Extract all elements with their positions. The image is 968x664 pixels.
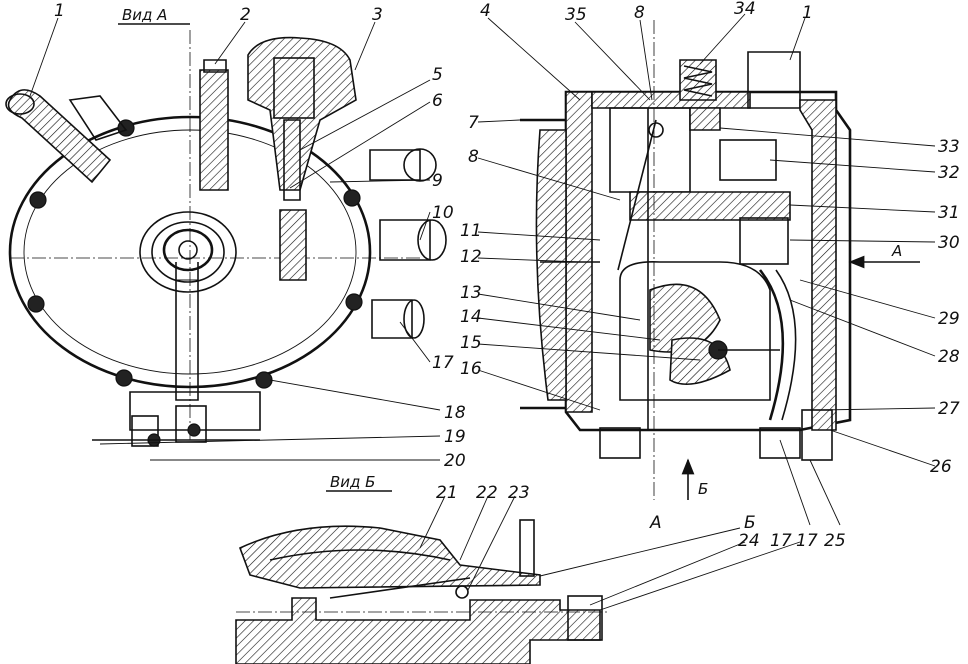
callout-2: 2 [240,5,251,25]
left-wall [565,91,593,413]
callout-4: 4 [480,1,491,21]
section-drawing [520,20,852,500]
bolt-right [759,427,801,459]
callout-20: 20 [444,451,466,471]
callout-23: 23 [508,483,530,503]
section-mark-b: Б [744,513,756,533]
left-cover [535,129,567,401]
callout-17-right: 17 [796,531,818,551]
inlet-bracket [68,95,128,141]
callout-32: 32 [938,163,960,183]
view-b-title: Вид Б [330,473,375,491]
section-mark-a: А [649,513,662,533]
callout-17-bottom: 17 [770,531,792,551]
base-flange [235,597,601,664]
bolt-left [599,427,641,459]
callout-26: 26 [930,457,952,477]
bottom-linkage [129,391,261,431]
callout-9: 9 [432,171,443,191]
callout-3: 3 [372,5,383,25]
lower-chamber [619,261,771,401]
callout-34: 34 [734,0,756,19]
arrow-label-a: А [891,242,902,260]
spring-34 [683,65,713,97]
diaphragm-cover-21 [238,525,541,589]
bottom-leaders [419,495,801,611]
housing-outline [564,90,852,432]
valve-housing-3 [247,36,357,191]
view-arrows [681,255,920,500]
valve-body-2 [199,69,229,191]
callout-7: 7 [468,113,479,133]
callout-30: 30 [938,233,960,253]
hub-mid [151,221,225,283]
callout-29: 29 [938,309,960,329]
hub-inner [162,228,214,272]
inlet-pipe [7,89,112,184]
callout-28: 28 [938,347,960,367]
lever-35 [617,119,657,271]
callout-8: 8 [468,147,479,167]
view-b-drawing [235,519,610,664]
upper-chamber [609,107,691,193]
view-a-title: Вид А [122,6,167,24]
callout-1-right: 1 [802,3,813,23]
callout-25: 25 [824,531,846,551]
callout-21: 21 [436,483,458,503]
view-a-drawing [5,30,447,447]
fitting-9 [369,149,421,181]
diaphragm-body [649,283,721,353]
arrow-label-b: Б [698,480,708,498]
chamber-30 [739,217,789,265]
valve-seat-32 [719,139,777,181]
callout-5: 5 [432,65,443,85]
right-leaders [477,13,936,526]
top-wall [591,91,751,109]
callout-18: 18 [444,403,466,423]
callout-6: 6 [432,91,443,111]
hub-outer [139,211,237,293]
fitting-17b [567,595,603,641]
callout-27: 27 [938,399,960,419]
callout-16: 16 [460,359,482,379]
callout-13: 13 [460,283,482,303]
diaphragm-28 [758,269,785,421]
outlet-pipe [747,51,801,109]
callout-1-left: 1 [54,1,65,21]
callout-8-top: 8 [634,3,645,23]
left-leaders [29,17,441,461]
callout-17-left: 17 [432,353,454,373]
right-wall [799,99,837,431]
hub-bore [178,240,198,260]
callout-19: 19 [444,427,466,447]
callout-22: 22 [476,483,498,503]
callout-11: 11 [460,221,482,241]
callout-31: 31 [938,203,960,223]
callout-35: 35 [565,5,587,25]
lever-23 [329,577,471,599]
callout-33: 33 [938,137,960,157]
valve-nozzle [279,209,307,281]
callout-14: 14 [460,307,482,327]
callout-10: 10 [432,203,454,223]
callout-15: 15 [460,333,482,353]
lever-block [629,191,791,221]
labels: Вид А Вид Б 1 2 3 5 6 9 10 17 18 19 20 4… [54,0,960,551]
callout-12: 12 [460,247,482,267]
diaphragm-22 [269,549,451,561]
callout-24: 24 [738,531,760,551]
valve-stem [283,119,301,201]
lever-arm [175,262,199,401]
